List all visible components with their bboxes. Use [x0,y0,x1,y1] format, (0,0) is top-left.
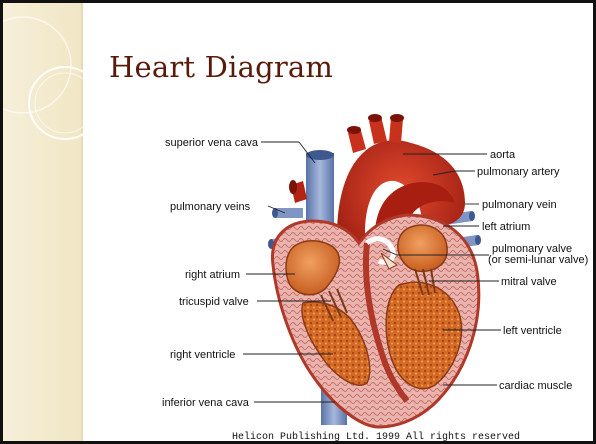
label-pulmonary-veins: pulmonary veins [170,201,251,213]
copyright-notice: Helicon Publishing Ltd. 1999 All rights … [232,432,520,443]
label-mitral-valve: mitral valve [501,276,557,288]
heart-diagram: superior vena cava pulmonary veins right… [3,3,596,444]
label-right-atrium: right atrium [185,269,240,281]
label-pulmonary-vein: pulmonary vein [482,199,557,211]
label-semi-lunar-valve: (or semi-lunar valve) [488,254,588,266]
label-right-ventricle: right ventricle [170,349,235,361]
label-cardiac-muscle: cardiac muscle [499,380,572,392]
left-atrium-shape [398,225,447,271]
label-inferior-vena-cava: inferior vena cava [162,397,250,409]
label-left-ventricle: left ventricle [503,325,562,337]
label-left-atrium: left atrium [482,221,530,233]
label-superior-vena-cava: superior vena cava [165,137,259,149]
label-tricuspid-valve: tricuspid valve [179,296,249,308]
label-aorta: aorta [490,149,516,161]
label-pulmonary-artery: pulmonary artery [477,166,560,178]
